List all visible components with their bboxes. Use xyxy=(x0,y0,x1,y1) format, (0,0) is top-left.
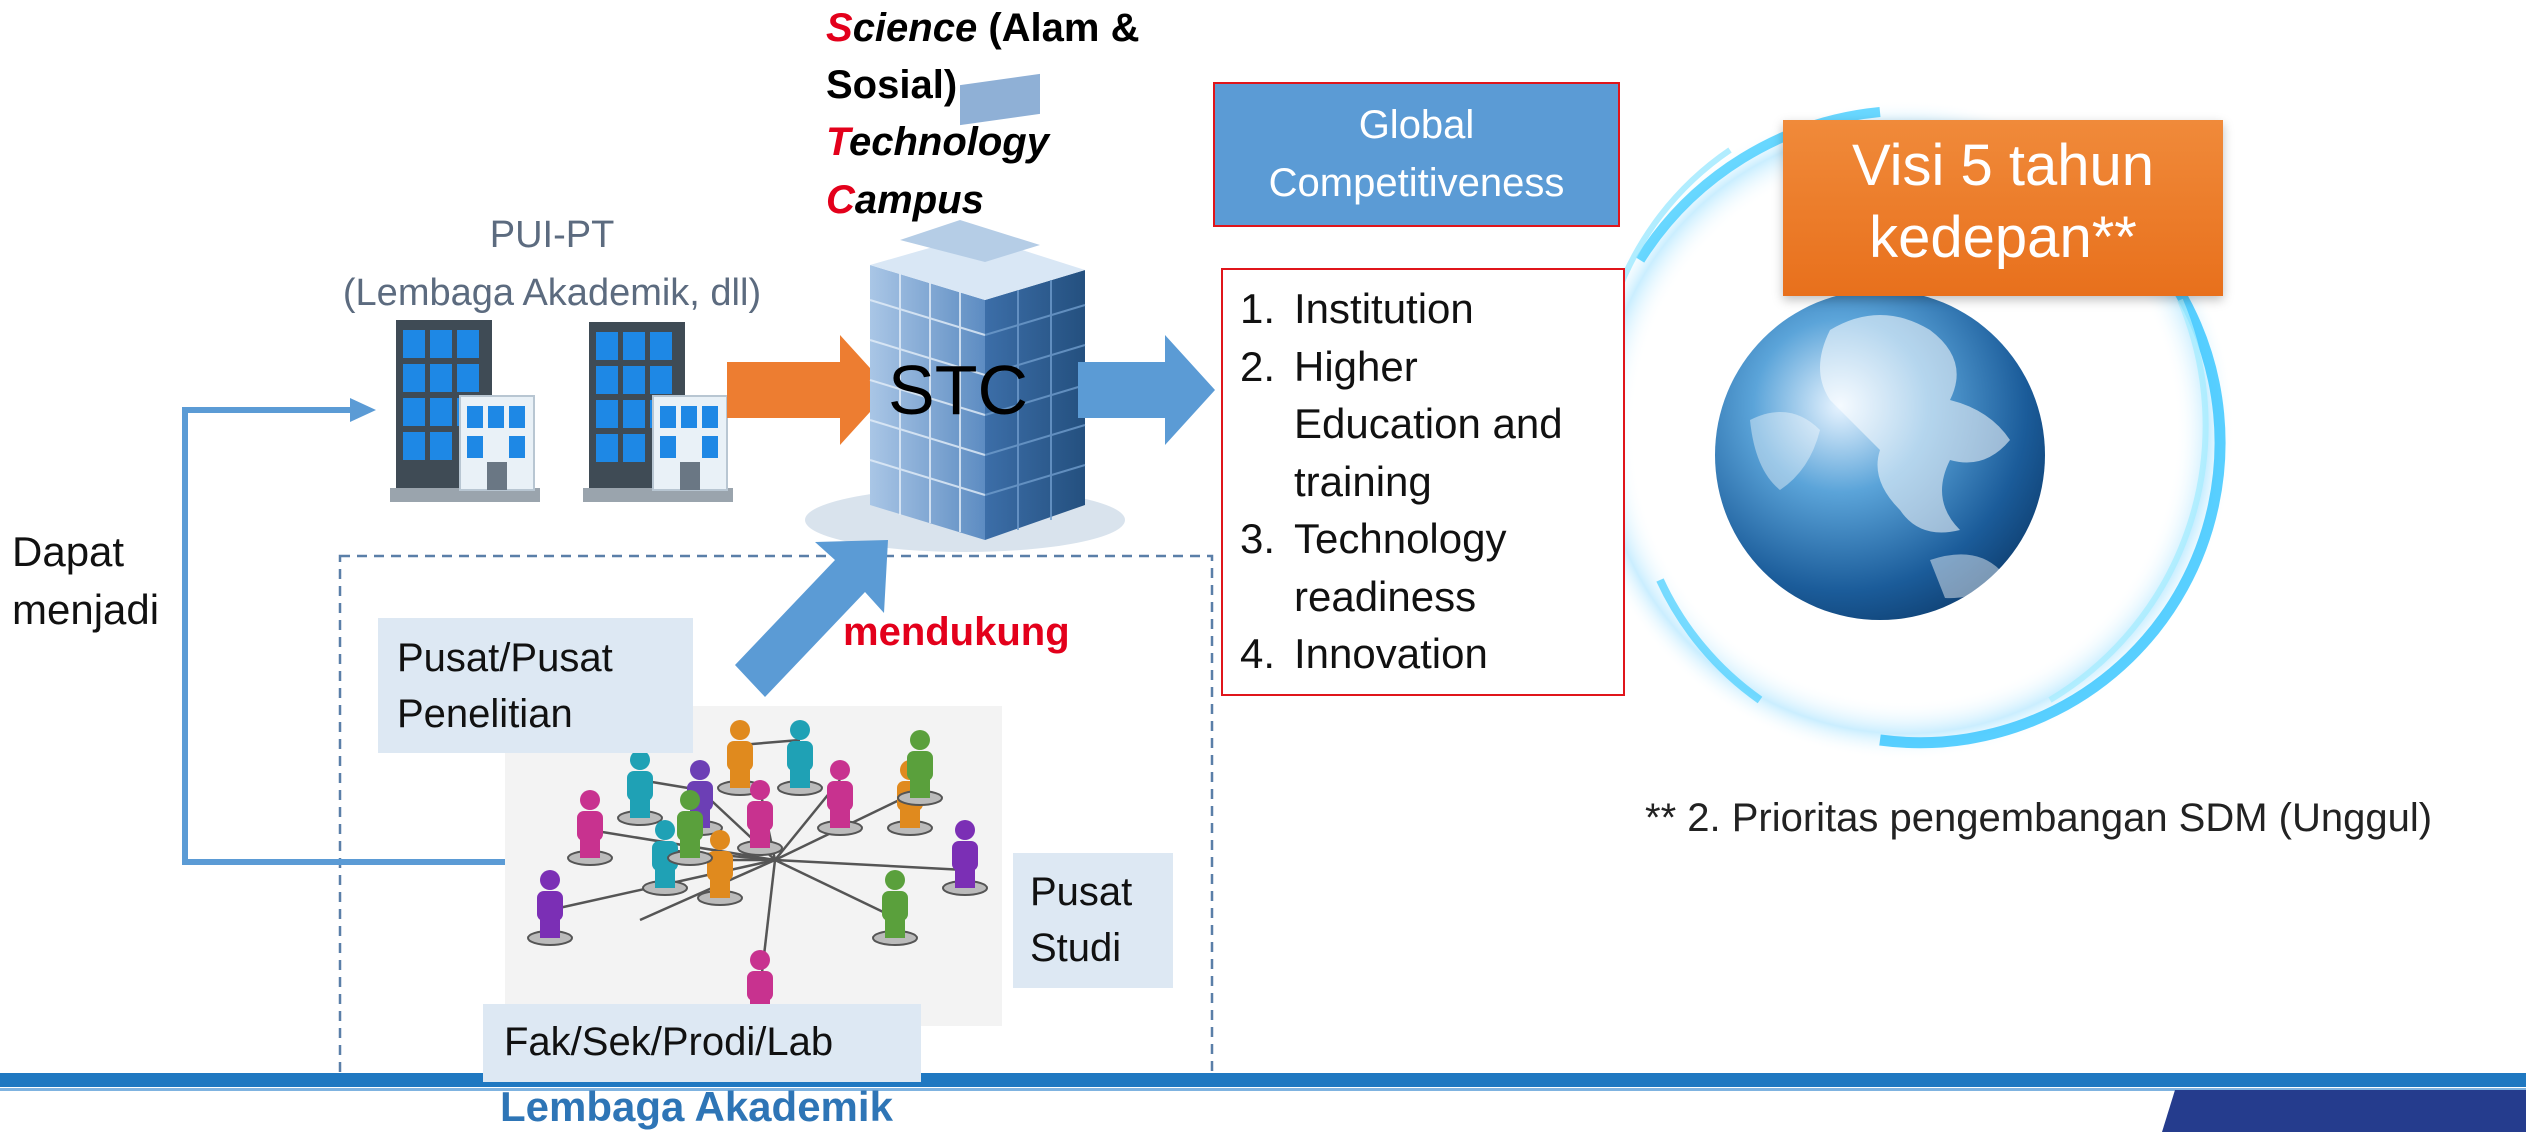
visi-line2: kedepan** xyxy=(1869,205,2137,270)
pillar-number: 4. xyxy=(1240,630,1276,677)
pui-pt-line2: (Lembaga Akademik, dll) xyxy=(342,272,762,314)
pillar-number: 1. xyxy=(1240,285,1276,332)
campus-rest: ampus xyxy=(854,178,984,222)
pillar-text: Education and xyxy=(1294,400,1563,447)
pusat-studi-box xyxy=(1013,853,1173,988)
pusat-penelitian-line2: Penelitian xyxy=(397,692,573,736)
pui-pt-line1: PUI-PT xyxy=(489,214,615,256)
people-network-icon xyxy=(505,706,1002,1026)
fak-label: Fak/Sek/Prodi/Lab xyxy=(504,1020,834,1064)
global-line1: Global xyxy=(1358,103,1475,147)
stc-science: Science (Alam & xyxy=(826,6,1139,51)
pusat-penelitian-box xyxy=(378,618,693,753)
pillar-text: training xyxy=(1294,457,1432,505)
person-icon xyxy=(642,820,688,896)
visi-box: Visi 5 tahun kedepan** xyxy=(1783,120,2223,296)
pusat-studi-line2: Studi xyxy=(1030,926,1122,970)
science-suffix: (Alam & xyxy=(977,6,1140,50)
person-icon xyxy=(817,760,863,836)
feedback-connector xyxy=(182,407,505,865)
dapat-line1: Dapat xyxy=(12,528,125,575)
person-icon xyxy=(777,720,823,796)
pusat-studi-line1: Pusat xyxy=(1030,870,1133,914)
campus-initial: C xyxy=(826,178,855,222)
visi-line1: Visi 5 tahun xyxy=(1851,133,2155,198)
pillar-list-box xyxy=(1221,268,1625,696)
blue-arrow-up xyxy=(735,540,888,697)
pillar-text: Technology xyxy=(1294,515,1507,562)
stc-campus: Campus xyxy=(826,178,984,223)
office-building-icon xyxy=(390,320,540,502)
mendukung-label: mendukung xyxy=(843,610,1070,654)
pillar-number: 3. xyxy=(1240,515,1276,562)
pillar-text: Institution xyxy=(1294,285,1474,332)
person-icon xyxy=(527,870,573,946)
connector-arrowhead xyxy=(350,398,376,422)
person-icon xyxy=(667,790,713,866)
person-icon xyxy=(737,780,783,856)
footer-bar xyxy=(0,1073,2526,1087)
science-initial: S xyxy=(826,6,853,50)
footer-corner xyxy=(2162,1090,2526,1132)
footnote: ** 2. Prioritas pengembangan SDM (Unggul… xyxy=(1645,796,2433,840)
global-competitiveness-box: Global Competitiveness xyxy=(1213,82,1620,227)
office-building-icon xyxy=(583,322,733,502)
pusat-penelitian-line1: Pusat/Pusat xyxy=(397,636,613,680)
technology-initial: T xyxy=(826,120,849,164)
skyscraper-icon xyxy=(805,73,1125,552)
stc-technology: Technology xyxy=(826,120,1049,165)
footer-line xyxy=(0,1088,2526,1091)
pillar-text: Higher xyxy=(1294,342,1418,390)
dapat-line2: menjadi xyxy=(12,586,160,633)
person-icon xyxy=(697,830,743,906)
global-line2: Competitiveness xyxy=(1268,161,1565,205)
stc-sosial: Sosial) xyxy=(826,63,958,107)
pillar-number: 2. xyxy=(1240,342,1276,390)
person-icon xyxy=(872,870,918,946)
technology-rest: echnology xyxy=(848,120,1049,164)
science-rest: cience xyxy=(852,6,978,50)
fak-box xyxy=(483,1004,921,1082)
orange-arrow xyxy=(727,335,890,445)
stc-center-label: STC xyxy=(888,351,1028,429)
person-icon xyxy=(567,790,613,866)
pillar-text: readiness xyxy=(1294,572,1477,620)
person-icon xyxy=(897,730,943,806)
lembaga-akademik-title: Lembaga Akademik xyxy=(500,1083,893,1130)
person-icon xyxy=(617,750,663,826)
blue-arrow-right xyxy=(1078,335,1215,445)
pillar-text: Innovation xyxy=(1294,630,1488,677)
person-icon xyxy=(942,820,988,896)
